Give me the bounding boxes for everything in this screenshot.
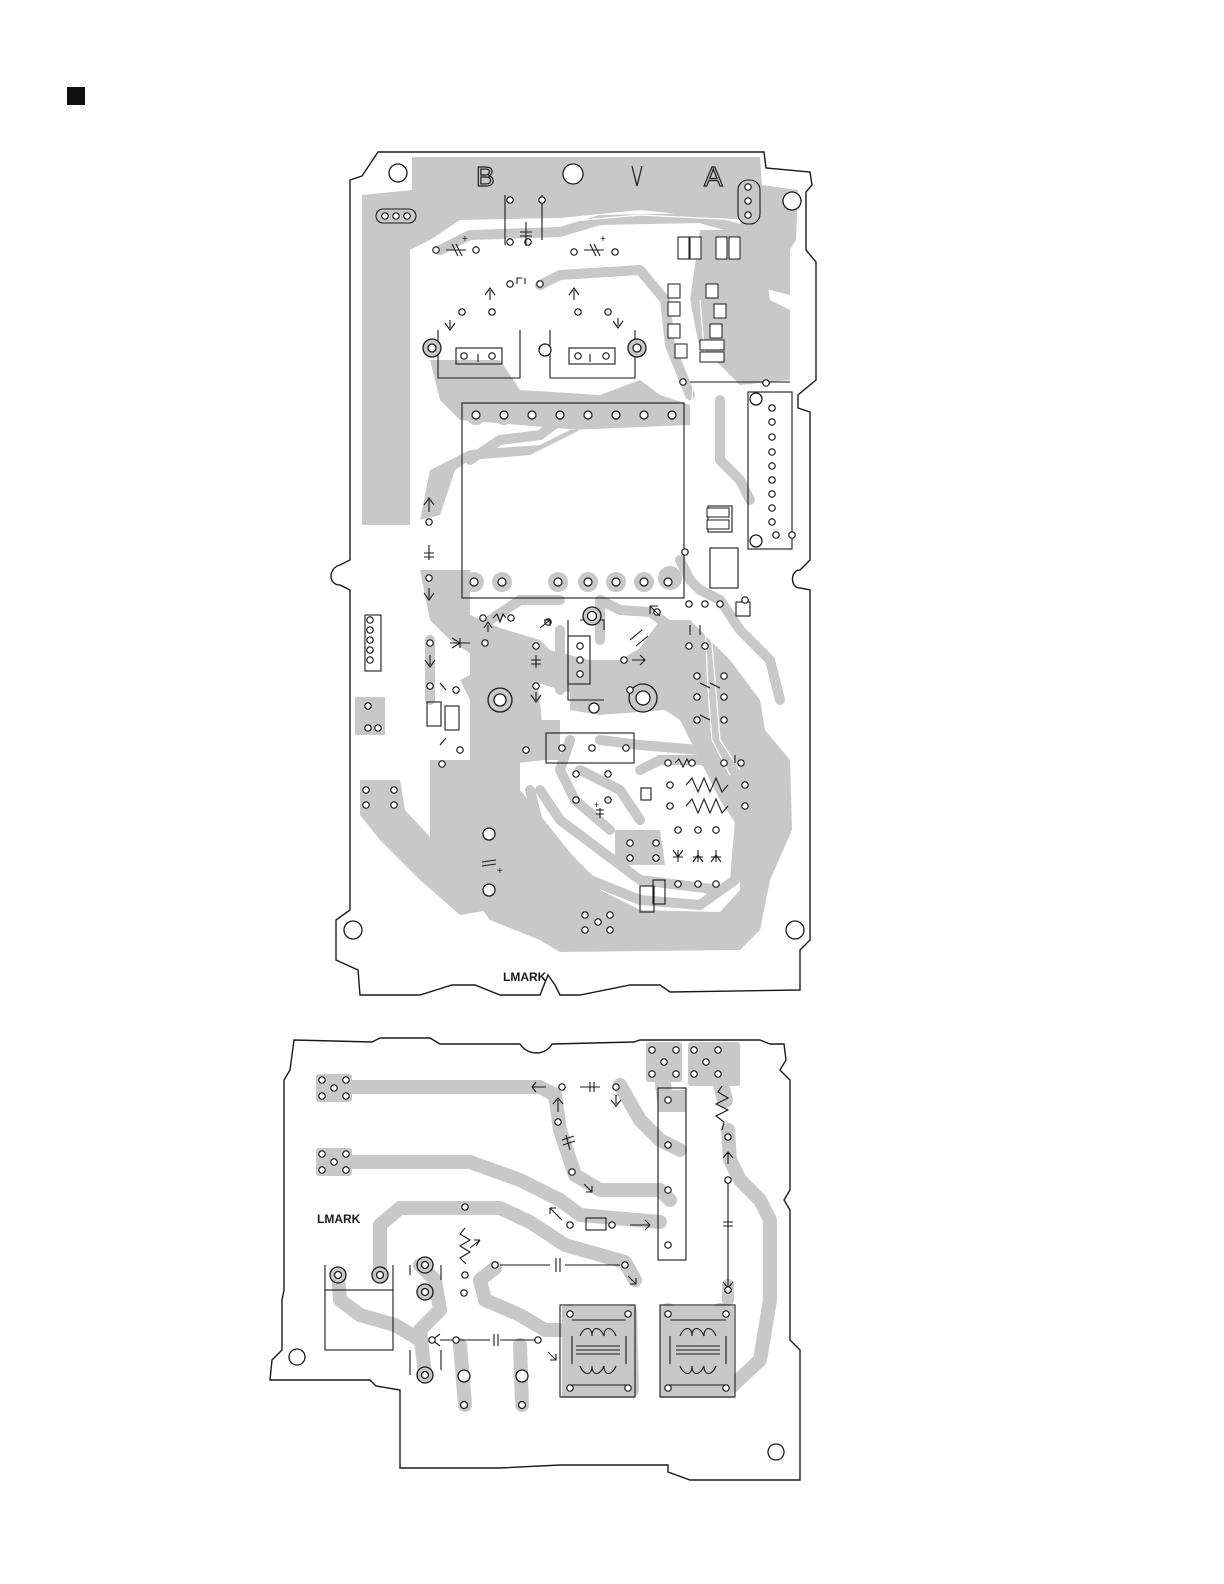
svg-text:+: + (600, 234, 606, 245)
upper-lmark-label: LMARK (503, 970, 547, 984)
lower-board: LMARK (270, 1038, 800, 1480)
svg-text:+: + (497, 866, 503, 877)
upper-board: + + + + B A LMARK (331, 152, 816, 995)
lower-lmark-label: LMARK (317, 1212, 361, 1226)
svg-text:+: + (594, 800, 599, 810)
board-label-a: A (704, 161, 723, 192)
board-label-b: B (476, 161, 495, 192)
svg-text:+: + (462, 234, 468, 245)
